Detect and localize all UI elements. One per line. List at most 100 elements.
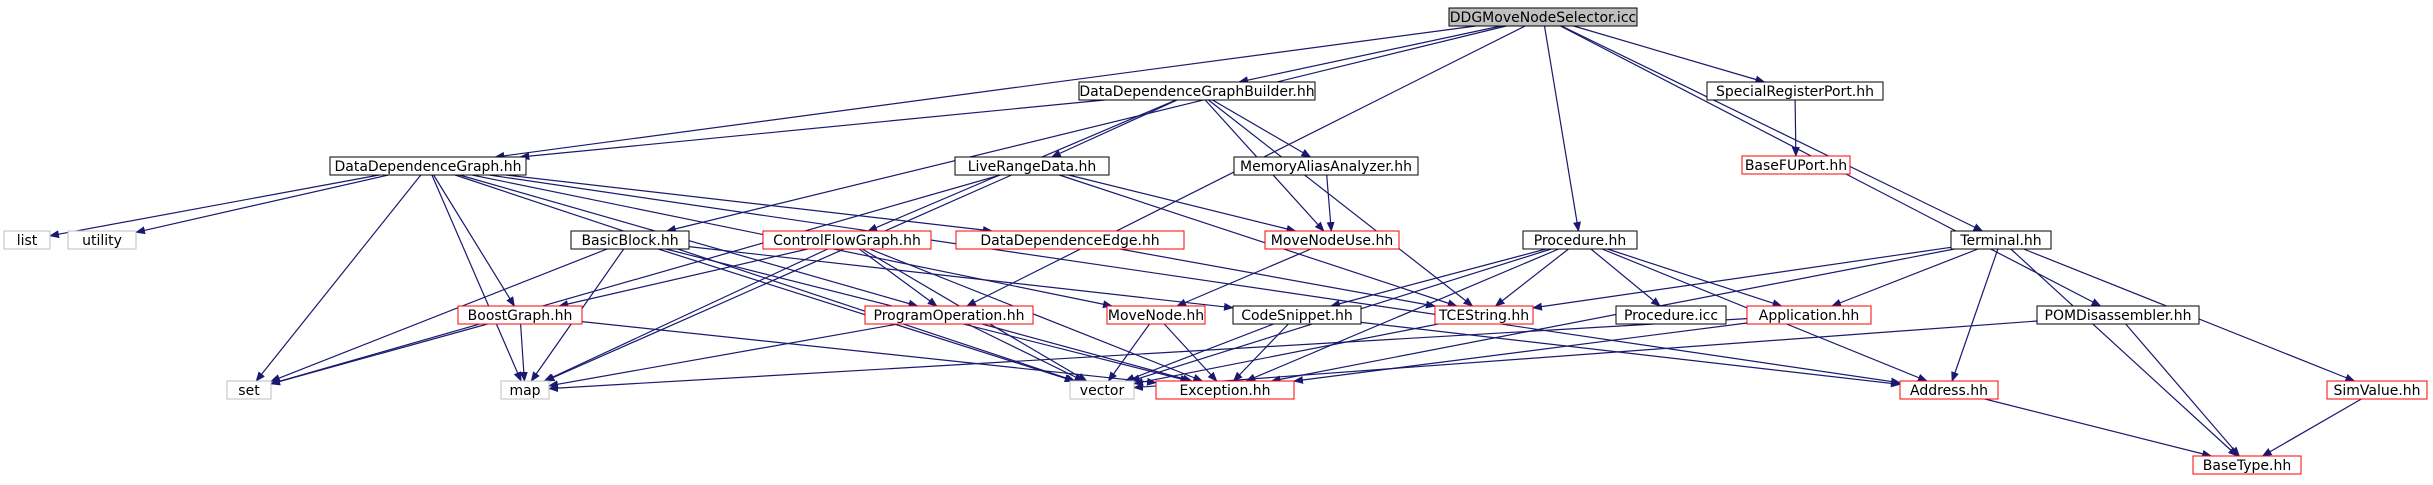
node-bt[interactable]: BaseType.hh	[2192, 455, 2302, 475]
node-addr[interactable]: Address.hh	[1899, 380, 1999, 400]
node-bb[interactable]: BasicBlock.hh	[570, 230, 690, 250]
edge-cfg-to-po	[858, 248, 938, 307]
node-vector[interactable]: vector	[1069, 380, 1135, 400]
edge-ddgb-to-tces	[1208, 99, 1474, 307]
node-simv[interactable]: SimValue.hh	[2326, 380, 2428, 400]
node-box-bb	[570, 230, 690, 250]
node-box-ddg	[329, 156, 527, 176]
edge-pomd-to-vector	[1133, 320, 2038, 391]
node-set[interactable]: set	[226, 380, 272, 400]
edge-app-to-exc	[1293, 322, 1748, 384]
node-picc[interactable]: Procedure.icc	[1615, 305, 1727, 325]
edge-app-to-map	[548, 318, 1748, 393]
node-label-app: Application.hh	[1759, 308, 1859, 324]
nodes-layer: DDGMoveNodeSelector.iccDataDependenceGra…	[3, 7, 2428, 475]
node-label-root: DDGMoveNodeSelector.icc	[1450, 10, 1636, 26]
node-label-vector: vector	[1080, 383, 1125, 399]
edge-proc-to-app	[1607, 248, 1783, 307]
edge-bg-to-set	[270, 323, 488, 386]
edge-ddgb-to-lrd	[1050, 99, 1178, 158]
edge-bb-to-cs	[688, 246, 1234, 311]
node-cfg[interactable]: ControlFlowGraph.hh	[762, 230, 932, 250]
edge-dde-to-tces	[1119, 248, 1436, 309]
node-exc[interactable]: Exception.hh	[1155, 380, 1295, 400]
node-utility[interactable]: utility	[67, 230, 137, 250]
edge-tces-to-vector	[1133, 323, 1439, 386]
node-box-term	[1950, 230, 2052, 250]
node-lrd[interactable]: LiveRangeData.hh	[954, 156, 1110, 176]
edge-lrd-to-set	[270, 174, 1001, 386]
node-bfup[interactable]: BaseFUPort.hh	[1741, 155, 1851, 175]
node-label-utility: utility	[82, 233, 122, 249]
node-dde[interactable]: DataDependenceEdge.hh	[955, 230, 1185, 250]
node-box-maa	[1233, 156, 1419, 176]
node-map[interactable]: map	[500, 380, 550, 400]
edge-ddg-to-addr	[489, 174, 1901, 386]
node-box-bt	[2192, 455, 2302, 475]
node-box-app	[1746, 305, 1872, 325]
node-app[interactable]: Application.hh	[1746, 305, 1872, 325]
node-label-proc: Procedure.hh	[1534, 233, 1627, 249]
node-label-addr: Address.hh	[1910, 383, 1988, 399]
edge-ddg-to-bg	[433, 174, 515, 307]
node-mnu[interactable]: MoveNodeUse.hh	[1264, 230, 1400, 250]
node-box-addr	[1899, 380, 1999, 400]
edge-term-to-exc	[1270, 248, 1955, 384]
node-label-mn: MoveNode.hh	[1108, 308, 1204, 324]
edge-ddg-to-dde	[506, 174, 993, 234]
node-label-pomd: POMDisassembler.hh	[2045, 308, 2192, 324]
edge-maa-to-mnu	[1326, 174, 1335, 232]
node-label-dde: DataDependenceEdge.hh	[980, 233, 1159, 249]
node-cs[interactable]: CodeSnippet.hh	[1232, 305, 1362, 325]
node-label-ddg: DataDependenceGraph.hh	[334, 159, 521, 175]
node-box-vector	[1069, 380, 1135, 400]
node-pomd[interactable]: POMDisassembler.hh	[2036, 305, 2200, 325]
edge-proc-to-exc	[1245, 248, 1559, 382]
node-box-ddgb	[1078, 81, 1316, 101]
node-mn[interactable]: MoveNode.hh	[1106, 305, 1206, 325]
node-proc[interactable]: Procedure.hh	[1522, 230, 1638, 250]
node-box-po	[864, 305, 1034, 325]
edge-cfg-to-map	[543, 248, 828, 382]
edge-root-to-ddg	[494, 25, 1476, 160]
edge-ddg-to-set	[255, 174, 422, 382]
node-ddgb[interactable]: DataDependenceGraphBuilder.hh	[1078, 81, 1316, 101]
node-label-tces: TCEString.hh	[1438, 308, 1529, 324]
node-srp[interactable]: SpecialRegisterPort.hh	[1706, 81, 1884, 101]
edge-lrd-to-tces	[1059, 174, 1458, 307]
edge-bg-to-map	[519, 323, 528, 382]
node-label-bfup: BaseFUPort.hh	[1745, 158, 1847, 174]
node-maa[interactable]: MemoryAliasAnalyzer.hh	[1233, 156, 1419, 176]
node-box-map	[500, 380, 550, 400]
edge-term-to-tces	[1532, 246, 1952, 311]
node-list[interactable]: list	[3, 230, 51, 250]
edge-po-to-exc	[981, 323, 1193, 383]
node-label-cfg: ControlFlowGraph.hh	[773, 233, 921, 249]
node-term[interactable]: Terminal.hh	[1950, 230, 2052, 250]
edge-srp-to-bfup	[1791, 99, 1800, 157]
edge-bg-to-exc	[581, 321, 1157, 386]
node-label-mnu: MoveNodeUse.hh	[1271, 233, 1393, 249]
node-label-po: ProgramOperation.hh	[874, 308, 1025, 324]
edge-ddgb-to-ddg	[519, 99, 1105, 161]
node-bg[interactable]: BoostGraph.hh	[457, 305, 583, 325]
node-label-set: set	[238, 383, 260, 399]
node-label-srp: SpecialRegisterPort.hh	[1716, 84, 1874, 100]
node-label-simv: SimValue.hh	[2333, 383, 2420, 399]
node-box-root	[1448, 7, 1638, 27]
node-po[interactable]: ProgramOperation.hh	[864, 305, 1034, 325]
edge-ddgb-to-maa	[1212, 99, 1312, 158]
edge-root-to-ddgb	[1238, 25, 1502, 85]
edge-simv-to-bt	[2261, 398, 2362, 457]
node-label-exc: Exception.hh	[1179, 383, 1270, 399]
node-box-srp	[1706, 81, 1884, 101]
node-box-lrd	[954, 156, 1110, 176]
node-box-cs	[1232, 305, 1362, 325]
node-box-dde	[955, 230, 1185, 250]
edge-ddg-to-map	[431, 174, 522, 382]
node-tces[interactable]: TCEString.hh	[1434, 305, 1534, 325]
node-ddg[interactable]: DataDependenceGraph.hh	[329, 156, 527, 176]
node-root[interactable]: DDGMoveNodeSelector.icc	[1448, 7, 1638, 27]
edge-term-to-bt	[2010, 248, 2238, 457]
edge-cfg-to-bg	[558, 248, 808, 308]
